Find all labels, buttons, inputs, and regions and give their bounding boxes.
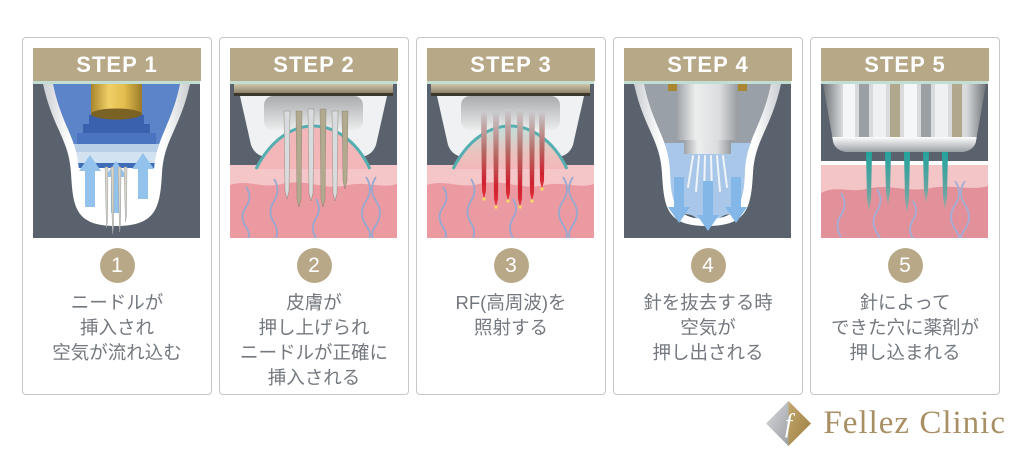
step2-number-badge: 2: [296, 248, 332, 283]
step5-header: STEP 5: [821, 48, 989, 81]
step3-illustration-rf-icon: [427, 81, 594, 238]
step1-number-badge: 1: [99, 248, 135, 283]
step3-header: STEP 3: [427, 48, 595, 81]
clinic-name: Fellez Clinic: [823, 405, 1006, 441]
clinic-logo: f Fellez Clinic: [766, 401, 1006, 446]
step2-illustration-skin-lifted-icon: [230, 81, 397, 238]
step5-number-badge: 5: [887, 248, 923, 283]
step-card-5: STEP 5: [810, 37, 1000, 395]
steps-row: STEP 1: [22, 37, 1000, 395]
step2-header: STEP 2: [230, 48, 398, 81]
step-card-4: STEP 4: [613, 37, 803, 395]
step1-header: STEP 1: [33, 48, 201, 81]
step1-caption: ニードルが 挿入され 空気が流れ込む: [52, 292, 182, 363]
step5-caption: 針によって できた穴に薬剤が 押し込まれる: [830, 292, 979, 363]
step3-caption: RF(高周波)を 照射する: [455, 292, 567, 338]
svg-text:f: f: [785, 409, 796, 438]
step5-illustration-medicine-icon: [821, 81, 988, 238]
step4-illustration-air-out-icon: [624, 81, 791, 238]
step1-illustration-air-in-icon: [33, 81, 200, 238]
step-card-2: STEP 2: [219, 37, 409, 395]
step-card-1: STEP 1: [22, 37, 212, 395]
clinic-logo-diamond-icon: f: [766, 401, 812, 446]
step4-header: STEP 4: [624, 48, 792, 81]
step3-number-badge: 3: [493, 248, 529, 283]
step4-number-badge: 4: [690, 248, 726, 283]
step-card-3: STEP 3: [416, 37, 606, 395]
step2-caption: 皮膚が 押し上げられ ニードルが正確に 挿入される: [239, 292, 388, 388]
step4-caption: 針を抜去する時 空気が 押し出される: [643, 292, 773, 363]
